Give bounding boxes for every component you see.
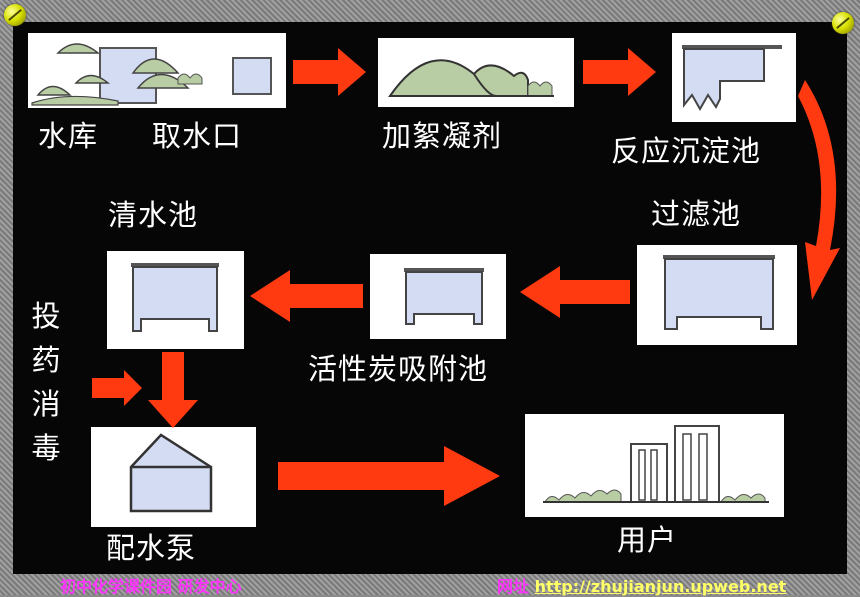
label-reservoir: 水库 [38, 119, 99, 153]
label-intake: 取水口 [152, 119, 243, 153]
reservoir-illustration [31, 43, 272, 106]
label-coagulant: 加絮凝剂 [382, 119, 503, 153]
footer-url-label: 网址 [497, 577, 530, 596]
coagulant-card [378, 38, 574, 107]
label-carbon: 活性炭吸附池 [308, 352, 489, 386]
intake-box [232, 57, 272, 95]
pump-card [91, 427, 256, 527]
label-filter: 过滤池 [651, 197, 742, 231]
label-user: 用户 [617, 523, 678, 557]
user-card [525, 414, 784, 517]
arrow-left-1 [520, 266, 630, 318]
pin-icon [832, 12, 854, 34]
clear-tank-card [107, 251, 244, 349]
arrow-curved-down [798, 80, 840, 300]
arrow-down [148, 352, 198, 428]
footer-credit: 初中化学课件园 研发中心 [60, 577, 242, 596]
carbon-card [370, 254, 506, 339]
water-body [99, 47, 157, 104]
reservoir-card [28, 33, 286, 108]
filter-card [637, 245, 797, 345]
footer-url-link[interactable]: http://zhujianjun.upweb.net [534, 577, 787, 596]
arrow-right-2 [583, 48, 656, 96]
arrow-right-1 [293, 48, 366, 96]
label-clear-tank: 清水池 [108, 198, 199, 232]
sedimentation-card [672, 33, 796, 122]
arrow-left-2 [250, 270, 363, 322]
footer-url-line: 网址 http://zhujianjun.upweb.net [497, 573, 786, 597]
arrow-right-3 [278, 446, 500, 506]
label-pump: 配水泵 [106, 531, 197, 565]
pin-icon [4, 4, 26, 26]
label-sedimentation: 反应沉淀池 [611, 134, 762, 168]
arrow-right-disinfect [92, 370, 142, 406]
label-disinfect: 投药消毒 [31, 299, 61, 465]
